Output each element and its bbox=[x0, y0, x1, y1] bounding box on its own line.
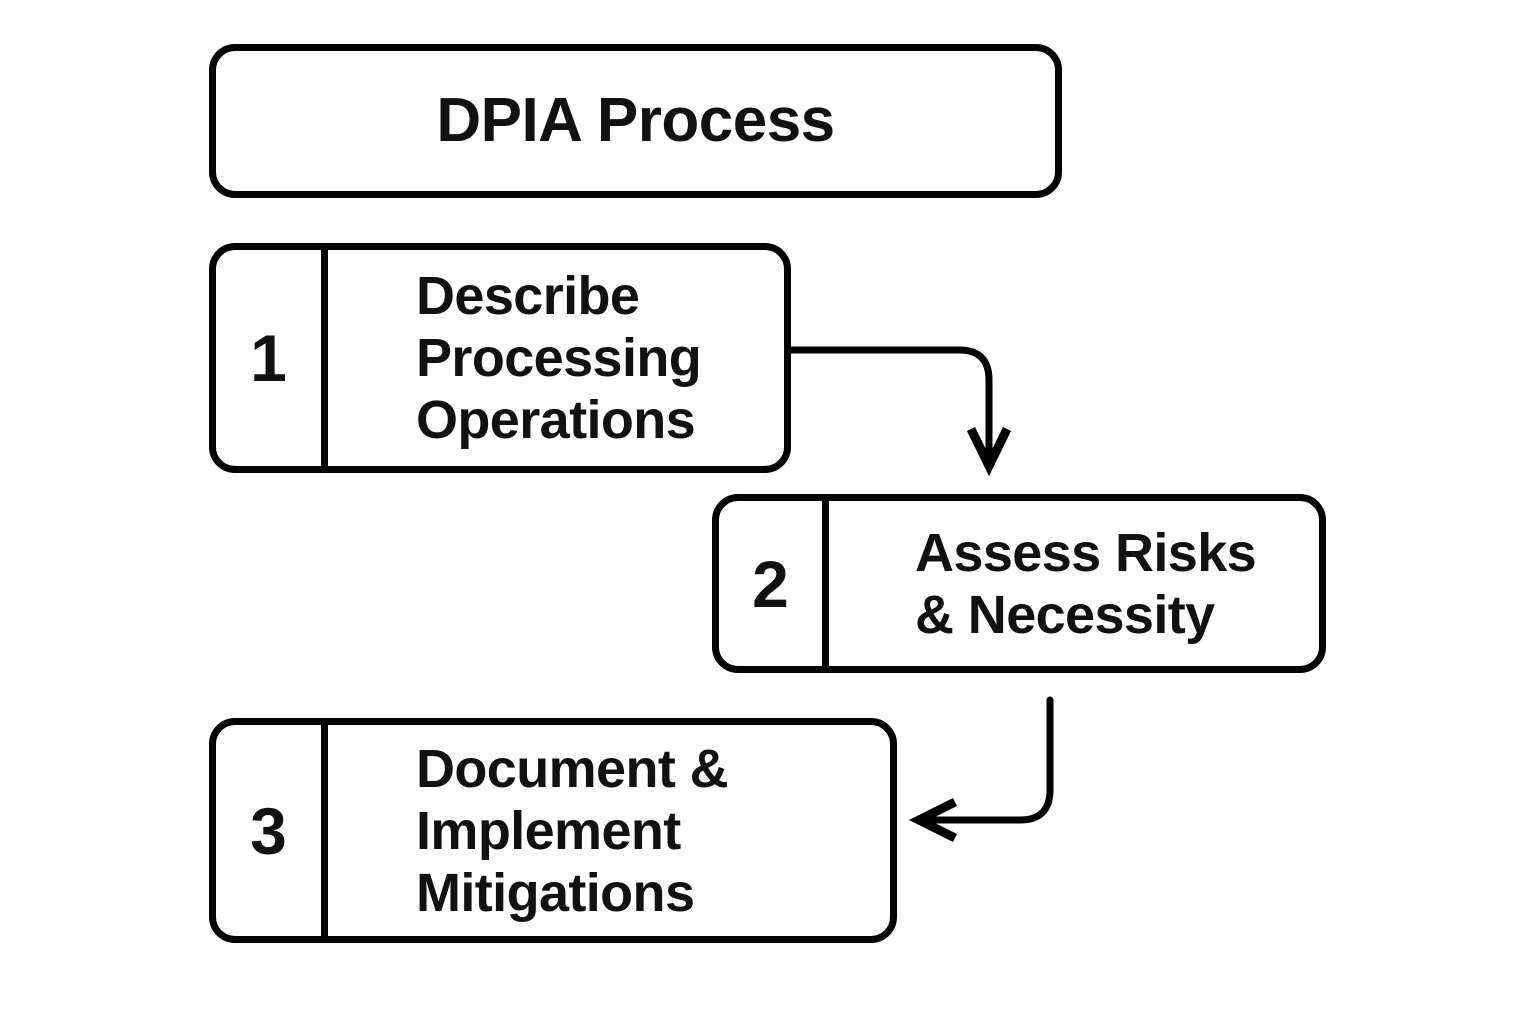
arrow-2-head-icon bbox=[908, 797, 958, 843]
step-1-label-cell: Describe Processing Operations bbox=[328, 250, 784, 466]
step-2-label-line-2: & Necessity bbox=[915, 584, 1215, 645]
step-1-label-line-2: Processing bbox=[416, 328, 702, 388]
step-3-label-cell: Document & Implement Mitigations bbox=[328, 725, 890, 936]
step-3-number: 3 bbox=[250, 793, 287, 868]
step-2-label-line-1: Assess Risks bbox=[915, 522, 1257, 583]
step-3-label-line-2: Implement bbox=[416, 800, 681, 861]
step-2-number-cell: 2 bbox=[719, 501, 829, 666]
arrow-step-1-to-step-2 bbox=[787, 346, 1012, 477]
step-box-1: 1 Describe Processing Operations bbox=[209, 243, 791, 473]
step-1-number: 1 bbox=[250, 321, 287, 395]
step-box-2: 2 Assess Risks & Necessity bbox=[712, 494, 1326, 673]
step-1-label-line-3: Operations bbox=[416, 390, 696, 450]
arrow-step-2-to-step-3 bbox=[908, 696, 1054, 843]
arrow-1-head-icon bbox=[966, 427, 1012, 477]
step-3-number-cell: 3 bbox=[216, 725, 328, 936]
page-title: DPIA Process bbox=[436, 86, 835, 155]
arrow-2-line bbox=[924, 696, 1054, 824]
diagram-title-box: DPIA Process bbox=[209, 44, 1062, 198]
step-3-label-line-1: Document & bbox=[416, 738, 729, 799]
step-3-label-line-3: Mitigations bbox=[416, 862, 695, 923]
step-1-number-cell: 1 bbox=[216, 250, 328, 466]
step-2-number: 2 bbox=[752, 546, 789, 621]
step-2-label-cell: Assess Risks & Necessity bbox=[829, 501, 1319, 666]
arrow-1-line bbox=[787, 346, 993, 464]
step-1-label-line-1: Describe bbox=[416, 266, 640, 326]
step-box-3: 3 Document & Implement Mitigations bbox=[209, 718, 897, 943]
